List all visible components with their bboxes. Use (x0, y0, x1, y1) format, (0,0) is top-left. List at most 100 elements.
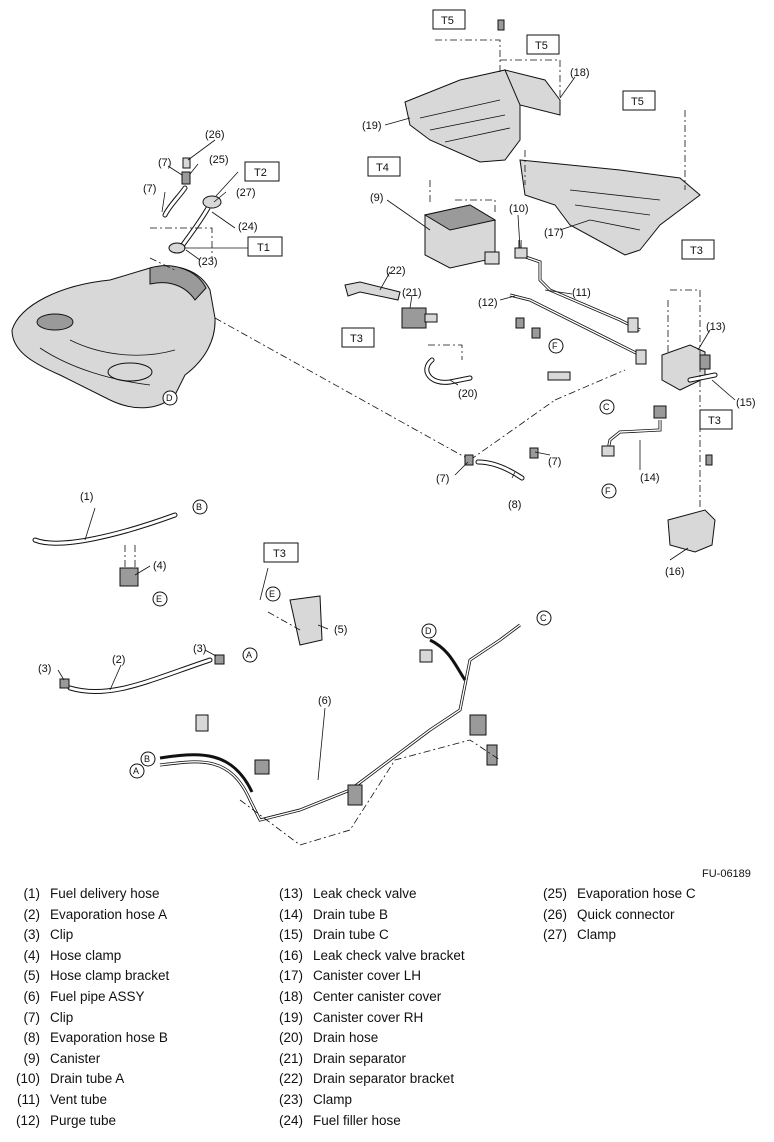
hose-clamp (119, 567, 139, 587)
legend-item-number: (1) (23, 886, 41, 901)
callout-17: (17) (544, 227, 564, 239)
svg-text:T3: T3 (708, 415, 721, 427)
legend-item-number: (20) (278, 1030, 303, 1046)
callout-21: (21) (402, 287, 422, 299)
callout-27: (27) (236, 187, 256, 199)
svg-text:T3: T3 (273, 548, 286, 560)
callout-16: (16) (665, 566, 685, 578)
callout-7-upper: (7) (158, 157, 171, 169)
fuel-tank (11, 265, 216, 409)
svg-text:E: E (269, 589, 275, 599)
svg-text:T5: T5 (535, 40, 548, 52)
callout-18: (18) (570, 67, 590, 79)
svg-text:E: E (156, 594, 162, 604)
svg-text:T1: T1 (257, 242, 270, 254)
connector-c-valve (599, 399, 615, 415)
svg-text:T3: T3 (690, 245, 703, 257)
legend-item-name: Leak check valve bracket (313, 947, 465, 963)
connector-a-hose (242, 647, 258, 663)
svg-text:A: A (246, 650, 252, 660)
svg-text:T5: T5 (441, 15, 454, 27)
filler-hose-assembly (149, 157, 222, 271)
legend-item-number: (7) (23, 1009, 41, 1025)
connector-f-lower (601, 483, 617, 499)
legend-item-name: Clamp (313, 1091, 353, 1107)
callout-2: (2) (112, 654, 125, 666)
legend-item-name: Drain tube A (50, 1071, 125, 1087)
legend-item-name: Fuel filler hose (313, 1112, 401, 1128)
legend-item-number: (5) (23, 968, 41, 984)
torque-t4 (367, 156, 401, 177)
callout-1: (1) (80, 491, 93, 503)
legend-item-name: Clip (50, 1009, 74, 1025)
connector-a-pipe (129, 763, 145, 779)
legend-item-number: (3) (23, 927, 41, 943)
legend-item-name: Clip (50, 927, 74, 943)
callout-14: (14) (640, 472, 660, 484)
legend-item-name: Fuel pipe ASSY (50, 988, 145, 1004)
callout-20: (20) (458, 388, 478, 400)
legend-item-name: Canister cover RH (313, 1009, 424, 1025)
legend-item-name: Drain hose (313, 1030, 379, 1046)
legend-item-name: Canister (50, 1050, 101, 1066)
svg-text:T3: T3 (350, 333, 363, 345)
legend-item-name: Drain separator (313, 1050, 407, 1066)
callout-9: (9) (370, 192, 383, 204)
legend-item-number: (10) (15, 1071, 40, 1087)
legend-item-number: (13) (278, 886, 303, 901)
connector-e-bracket (265, 586, 281, 602)
fuel-pipe-assy (159, 623, 521, 822)
legend-item-number: (26) (542, 906, 567, 922)
legend-item-number: (9) (23, 1050, 41, 1066)
callout-15: (15) (736, 397, 756, 409)
legend-item-name: Drain tube C (313, 927, 389, 943)
callout-22: (22) (386, 265, 406, 277)
svg-text:C: C (540, 613, 547, 623)
svg-text:B: B (144, 754, 150, 764)
hose-clamp-bracket (289, 595, 323, 646)
connector-d-pipe (421, 623, 437, 639)
legend-item-number: (21) (278, 1050, 303, 1066)
connector-d-tank (162, 390, 178, 406)
callout-5: (5) (334, 624, 347, 636)
callout-3-left: (3) (38, 663, 51, 675)
legend-item-number: (4) (23, 947, 41, 963)
torque-t5-mid (526, 34, 560, 55)
legend-item-name: Clamp (577, 927, 617, 943)
connector-b-pipe (140, 751, 156, 767)
legend-item-name: Leak check valve (313, 886, 417, 901)
connector-b-hose (192, 499, 208, 515)
legend-item-number: (15) (278, 927, 303, 943)
legend-item-number: (24) (278, 1112, 303, 1128)
torque-t3-separator (341, 327, 375, 348)
legend-item-number: (11) (16, 1091, 40, 1107)
pipe-plate (547, 371, 571, 381)
connector-e-clamp (152, 591, 168, 607)
callout-26: (26) (205, 129, 225, 141)
legend-item-number: (2) (23, 906, 41, 922)
svg-text:T5: T5 (631, 96, 644, 108)
legend-item-number: (18) (278, 988, 303, 1004)
legend-item-name: Hose clamp bracket (50, 968, 170, 984)
drain-separator (401, 307, 438, 329)
legend-item-number: (19) (278, 1009, 303, 1025)
callout-8: (8) (508, 499, 521, 511)
svg-text:F: F (552, 341, 558, 351)
legend-item-number: (23) (278, 1091, 303, 1107)
callout-11: (11) (572, 287, 591, 299)
legend-item-name: Evaporation hose C (577, 886, 696, 901)
leak-check-valve (661, 344, 711, 391)
legend-item-name: Fuel delivery hose (50, 886, 160, 901)
svg-text:B: B (196, 502, 202, 512)
callout-6: (6) (318, 695, 331, 707)
parts-legend: (1) Fuel delivery hose (2) Evaporation hose… (0, 884, 774, 1142)
connector-f-upper (548, 338, 564, 354)
drain-tube-a-fitting (514, 247, 528, 259)
callout-23: (23) (198, 256, 218, 268)
legend-item-name: Drain separator bracket (313, 1071, 455, 1087)
svg-text:T2: T2 (254, 167, 267, 179)
legend-item-number: (22) (278, 1071, 303, 1087)
callout-7-right: (7) (548, 456, 561, 468)
callout-19: (19) (362, 120, 382, 132)
torque-t3-clamp (263, 542, 299, 563)
